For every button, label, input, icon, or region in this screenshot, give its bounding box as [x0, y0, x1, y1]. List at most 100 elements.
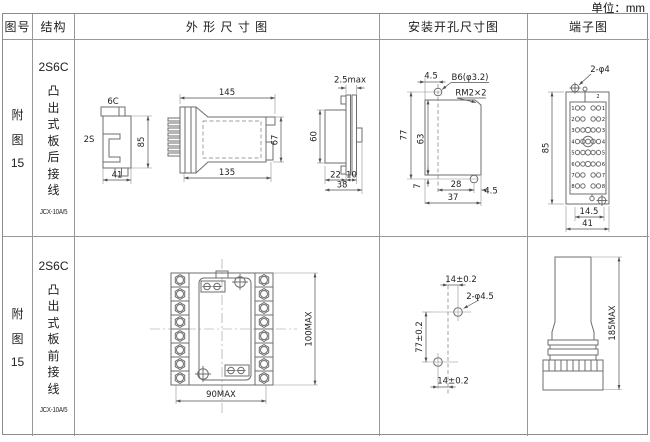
header-terminal: 端子图	[528, 14, 649, 40]
dim-185max: 185MAX	[608, 305, 618, 340]
dim-41: 41	[112, 171, 123, 181]
panel-edge-view: 2.5max 60 22	[310, 76, 366, 194]
unit-label: 单位：mm	[591, 3, 645, 15]
fig-char: 附	[11, 306, 24, 321]
terminal-pins-comb	[167, 117, 181, 157]
pin-number: 8	[602, 184, 605, 190]
fig-num: 15	[10, 156, 25, 170]
header-structure: 结构	[33, 14, 75, 40]
install-drawing-cell-row2: 14±0.2 2-φ4.5 77±0.2 14±0.2	[380, 237, 528, 436]
terminal-strip-right	[255, 274, 273, 384]
center-hole	[582, 135, 594, 148]
relay-on-socket-side-view	[542, 256, 604, 391]
slot-screw	[212, 282, 222, 291]
outline-drawing-cell-row1: 6C 2S 85 41	[75, 40, 380, 237]
dim-37: 37	[448, 193, 459, 203]
dim-77: 77±0.2	[415, 321, 425, 352]
fig-char: 图	[11, 133, 24, 147]
dim-6c: 6C	[107, 97, 118, 107]
pin-number: 5	[571, 151, 574, 157]
terminal-hole-label: 2-φ4	[590, 65, 610, 75]
dim-2s: 2S	[84, 135, 95, 145]
header-install: 安装开孔尺寸图	[380, 14, 528, 40]
dim-135: 135	[219, 168, 235, 178]
dim-100max: 100MAX	[305, 311, 315, 346]
dim-67: 67	[271, 135, 281, 146]
terminal-block-rear: 2 1 2 3 4 5 6 7	[565, 82, 610, 207]
terminal-strip-left	[171, 274, 189, 384]
dim-4-5-right: 4.5	[484, 187, 498, 197]
pin-number: 5	[602, 151, 605, 157]
install-drawing-row1: 4.5 B6(φ3.2) RM2×2 77 63 7 28	[400, 72, 498, 206]
outline-drawing-row1: 6C 2S 85 41	[84, 76, 366, 194]
relay-narrow-side-view: 6C 2S 85 41	[84, 97, 152, 184]
fig-number-cell-row1: 附 图 15	[3, 40, 33, 237]
pin-number: 8	[571, 184, 574, 190]
pin-number: 7	[571, 173, 574, 179]
relay-code-label: JCX-10A/5	[39, 407, 68, 415]
dim-7: 7	[413, 183, 423, 188]
pin-number: 6	[571, 162, 574, 168]
pin-number: 1	[571, 106, 574, 112]
pin-number: 2	[571, 117, 574, 123]
model-label: 2S6C	[38, 258, 69, 273]
drill-holes	[428, 279, 471, 394]
dim-85: 85	[542, 143, 552, 154]
structure-cell-row1: 2S6C 凸出式板后接线 JCX-10A/5	[33, 40, 75, 237]
fig-char: 附	[11, 108, 24, 122]
dim-14-5: 14.5	[580, 207, 599, 217]
thread-spec-label: RM2×2	[455, 89, 486, 99]
dim-90max: 90MAX	[206, 390, 236, 400]
dim-85: 85	[137, 137, 147, 148]
outline-drawing-cell-row2: 100MAX 90MAX	[75, 237, 380, 436]
hole-spec-label: B6(φ3.2)	[452, 73, 489, 83]
outline-drawing-row2: 100MAX 90MAX	[150, 259, 318, 413]
dim-2-5max: 2.5max	[334, 76, 366, 86]
pin-number: 2	[602, 117, 605, 123]
terminal-dimensions: 85 14.5 41	[542, 91, 610, 232]
dim-14-bottom: 14±0.2	[437, 377, 468, 387]
dim-4-5-top: 4.5	[424, 72, 438, 82]
header-outline: 外 形 尺 寸 图	[75, 14, 380, 40]
terminal-drawing-row1: 2-φ4 2 1	[542, 65, 610, 232]
dim-145: 145	[219, 88, 235, 98]
slot-screw	[236, 366, 246, 375]
model-label: 2S6C	[38, 60, 69, 75]
fig-num: 15	[10, 354, 25, 369]
hole-spec-label: 2-φ4.5	[466, 292, 494, 302]
pin-number: 4	[571, 140, 574, 146]
socket-dimensions: 100MAX 90MAX	[175, 272, 318, 404]
relay-code-label: JCX-10A/5	[39, 208, 68, 216]
structure-cell-row2: 2S6C 凸出式板前接线 JCX-10A/5	[33, 237, 75, 436]
install-drawing-row2: 14±0.2 2-φ4.5 77±0.2 14±0.2	[415, 275, 494, 394]
dim-60: 60	[310, 131, 320, 142]
crosshair-screw-top	[231, 273, 249, 291]
mount-type-label: 凸出式板后接线	[47, 84, 60, 198]
pin-2-label: 2	[596, 94, 599, 100]
slot-screw	[226, 366, 236, 375]
pin-number: 6	[602, 162, 605, 168]
dim-63: 63	[417, 134, 427, 145]
install-dimensions: 4.5 B6(φ3.2) RM2×2 77 63 7 28	[400, 72, 498, 206]
terminal-drawing-row2: 185MAX	[542, 256, 622, 391]
dim-14-top: 14±0.2	[445, 275, 476, 285]
dim-28: 28	[451, 180, 462, 190]
terminal-drawing-cell-row2: 185MAX	[528, 237, 649, 436]
pin-number: 3	[602, 128, 605, 134]
dim-77: 77	[400, 130, 410, 141]
pin-number: 3	[571, 128, 574, 134]
install-drawing-cell-row1: 4.5 B6(φ3.2) RM2×2 77 63 7 28	[380, 40, 528, 237]
relay-long-side-view: 145 135 67	[167, 88, 284, 182]
mount-type-label: 凸出式板前接线	[47, 282, 60, 396]
height-dimension: 185MAX	[592, 256, 622, 390]
dim-10: 10	[346, 171, 357, 181]
header-fig-no: 图号	[3, 14, 33, 40]
fig-number-cell-row2: 附 图 15	[3, 237, 33, 436]
fig-char: 图	[11, 331, 24, 346]
dim-41: 41	[582, 219, 593, 229]
pin-number: 7	[602, 173, 605, 179]
terminal-drawing-cell-row1: 2-φ4 2 1	[528, 40, 649, 237]
dim-38: 38	[337, 181, 348, 191]
pin-number: 1	[602, 106, 605, 112]
install-dimensions: 14±0.2 2-φ4.5 77±0.2 14±0.2	[415, 275, 494, 389]
